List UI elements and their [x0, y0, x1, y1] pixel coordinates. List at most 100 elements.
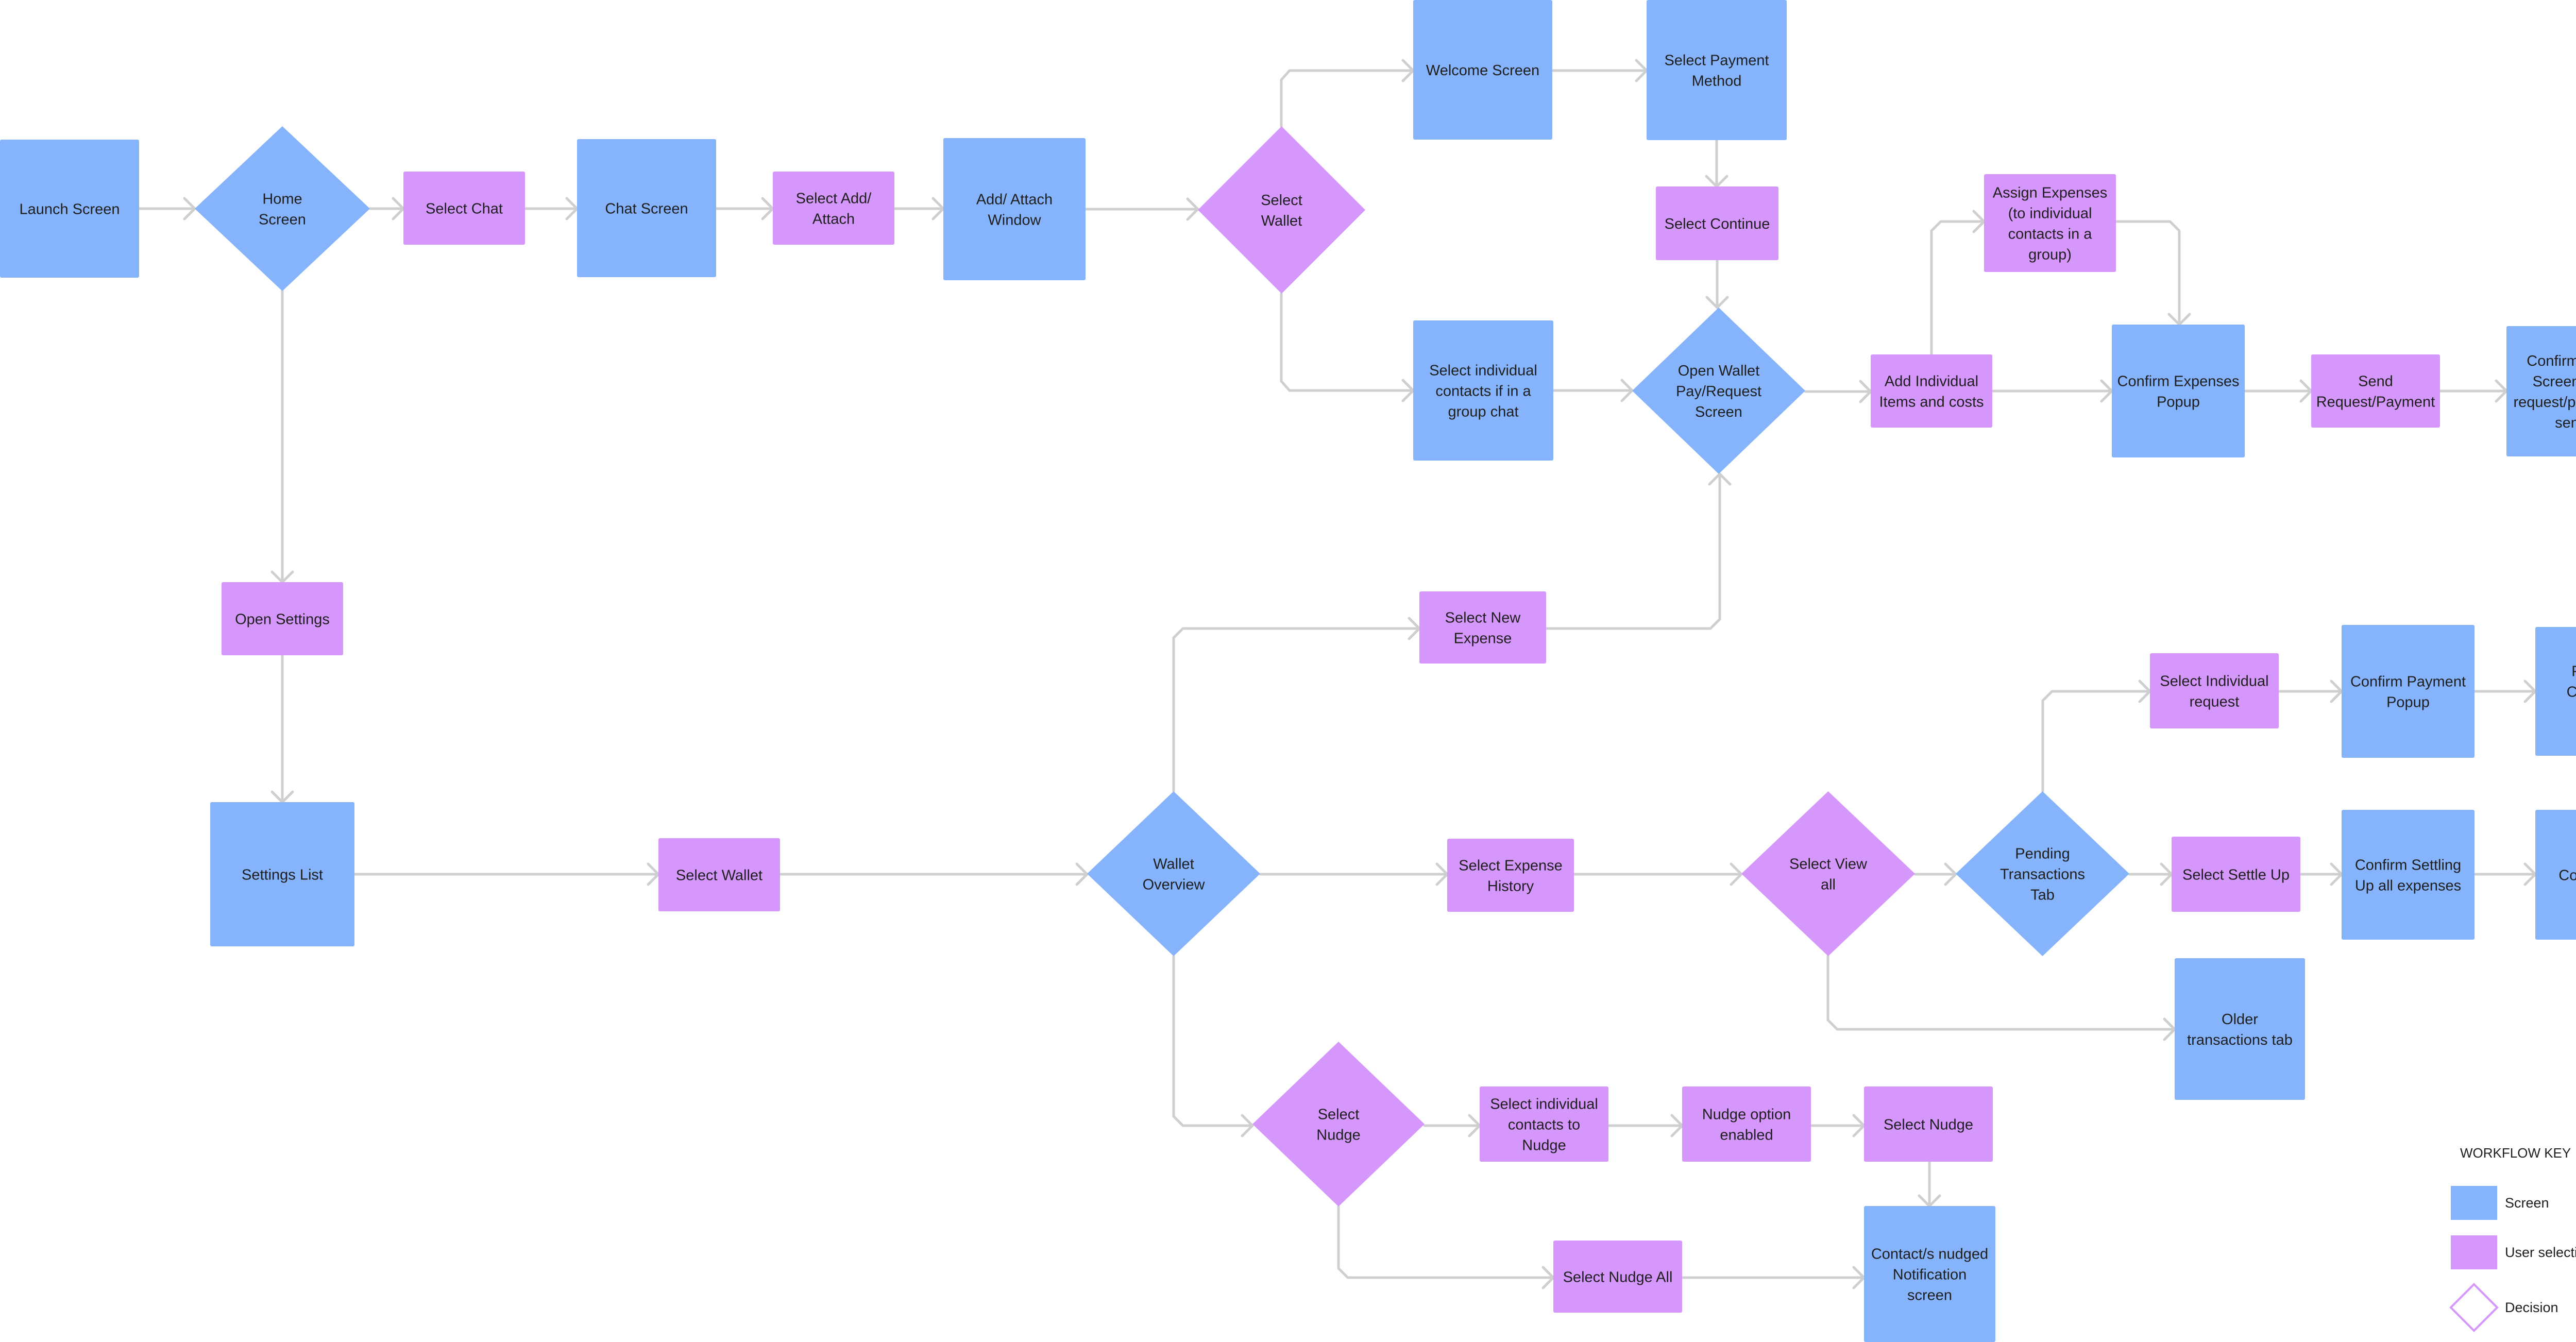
node-select-chat: Select Chat: [403, 172, 525, 245]
arrowhead: [1944, 862, 1957, 886]
connector-select-new-expense-to-open-wallet: [1545, 472, 1732, 630]
node-label-line: Open Settings: [235, 611, 330, 627]
user-selection-box: [2172, 837, 2300, 912]
decision-diamond: [195, 126, 370, 291]
connector-open-settings-to-settings-list: [270, 654, 294, 804]
arrowhead: [1620, 379, 1634, 402]
node-label-line: Open Wallet: [1678, 363, 1760, 379]
user-selection-box: [1871, 354, 1992, 428]
user-selection-box: [1682, 1086, 1811, 1162]
node-label-line: Overview: [1143, 876, 1206, 893]
connector-line: [1930, 220, 1986, 356]
node-label-line: Select Nudge All: [1563, 1269, 1673, 1285]
node-select-add-attach: Select Add/Attach: [773, 172, 894, 245]
user-selection-box: [658, 838, 780, 911]
node-welcome-screen: Welcome Screen: [1413, 0, 1552, 140]
connector-select-wallet-decision-to-select-individual-contacts: [1280, 292, 1415, 402]
workflow-key: WORKFLOW KEY Screen User selection Decis…: [2449, 1145, 2576, 1332]
node-label-line: group): [2028, 246, 2072, 263]
node-label-line: enabled: [1720, 1127, 1773, 1143]
node-label-line: contacts if in a: [1435, 383, 1531, 399]
screen-box: [2535, 627, 2576, 756]
node-label-line: Select: [1318, 1106, 1360, 1123]
decision-diamond: [1741, 791, 1915, 956]
node-label-line: Request/Payment: [2316, 394, 2435, 410]
node-label-line: Select Wallet: [676, 867, 762, 884]
connector-select-individual-contacts-to-open-wallet: [1552, 379, 1634, 402]
connector-pending-transactions-tab-to-select-individual-request: [2041, 680, 2151, 793]
node-label-line: Launch Screen: [19, 201, 120, 217]
connectors-layer: [138, 59, 2537, 1289]
node-label-line: screen: [1907, 1287, 1952, 1303]
node-label-line: Add/ Attach: [976, 191, 1053, 208]
node-label-line: Settings List: [242, 867, 323, 883]
node-label-line: Screen for: [2533, 373, 2576, 390]
user-selection-box: [1864, 1086, 1993, 1162]
connector-open-wallet-to-add-individual-items: [1804, 380, 1872, 403]
user-selection-box: [1419, 591, 1546, 664]
connector-select-chat-to-chat-screen: [523, 197, 579, 220]
connector-home-screen-to-select-chat: [368, 197, 405, 220]
connector-select-add-attach-to-add-attach-window: [893, 197, 945, 220]
node-label-line: Add Individual: [1885, 373, 1978, 389]
node-label-line: Contact/s nudged: [1871, 1246, 1988, 1262]
screen-box: [1413, 0, 1552, 140]
screen-box: [1647, 0, 1787, 140]
connector-line: [1826, 955, 2176, 1031]
node-label-line: Transactions: [2000, 866, 2085, 882]
screen-box: [1413, 320, 1553, 461]
arrowhead: [1075, 862, 1089, 886]
node-label-line: Wallet: [1261, 213, 1302, 229]
decision-diamond: [1956, 791, 2129, 956]
connector-line: [1545, 472, 1721, 630]
node-label-line: Attach: [812, 211, 855, 227]
node-chat-screen: Chat Screen: [577, 139, 716, 277]
node-label-line: Wallet: [1153, 856, 1194, 872]
connector-select-nudge-decision-to-select-nudge-all: [1337, 1205, 1555, 1289]
node-label-line: transactions tab: [2187, 1032, 2293, 1048]
arrowhead: [1730, 862, 1743, 886]
screen-box: [943, 138, 1086, 280]
node-select-wallet: Select Wallet: [658, 838, 780, 911]
screen-box: [210, 802, 354, 946]
node-label-line: contacts in a: [2008, 226, 2093, 242]
node-label-line: Nudge: [1522, 1137, 1566, 1153]
user-selection-box: [1447, 839, 1574, 912]
connector-line: [1172, 955, 1254, 1127]
connector-confirm-payment-popup-to-payment-confirmed-screen: [2473, 680, 2537, 703]
connector-send-request-payment-to-confirmation-screen: [2438, 379, 2508, 403]
node-label-line: Confirm Payment: [2350, 673, 2466, 690]
decision-diamond: [1198, 126, 1365, 294]
legend-title: WORKFLOW KEY: [2460, 1145, 2571, 1161]
node-label-line: Select Individual: [2160, 673, 2268, 689]
connector-line: [1280, 292, 1415, 392]
decision-diamond: [1087, 791, 1260, 956]
node-label-line: Confirmation: [2527, 353, 2576, 369]
user-selection-box: [1553, 1241, 1682, 1313]
node-label-line: Tab: [2030, 887, 2055, 903]
node-label-line: Confirmation: [2558, 867, 2576, 884]
decision-diamond: [1252, 1042, 1425, 1207]
node-select-nudge-all: Select Nudge All: [1553, 1241, 1682, 1313]
connector-select-view-all-to-older-transactions-tab: [1826, 955, 2176, 1041]
arrowhead: [1186, 197, 1199, 221]
screen-box: [2506, 326, 2576, 456]
node-label-line: contacts to: [1508, 1116, 1580, 1133]
node-select-settle-up: Select Settle Up: [2172, 837, 2300, 912]
node-label-line: Items and costs: [1879, 394, 1984, 410]
node-select-nudge: Select Nudge: [1864, 1086, 1993, 1162]
arrowhead: [1705, 296, 1729, 309]
decision-diamond: [1632, 308, 1805, 474]
connector-line: [2041, 690, 2151, 793]
arrowhead: [1708, 472, 1732, 486]
